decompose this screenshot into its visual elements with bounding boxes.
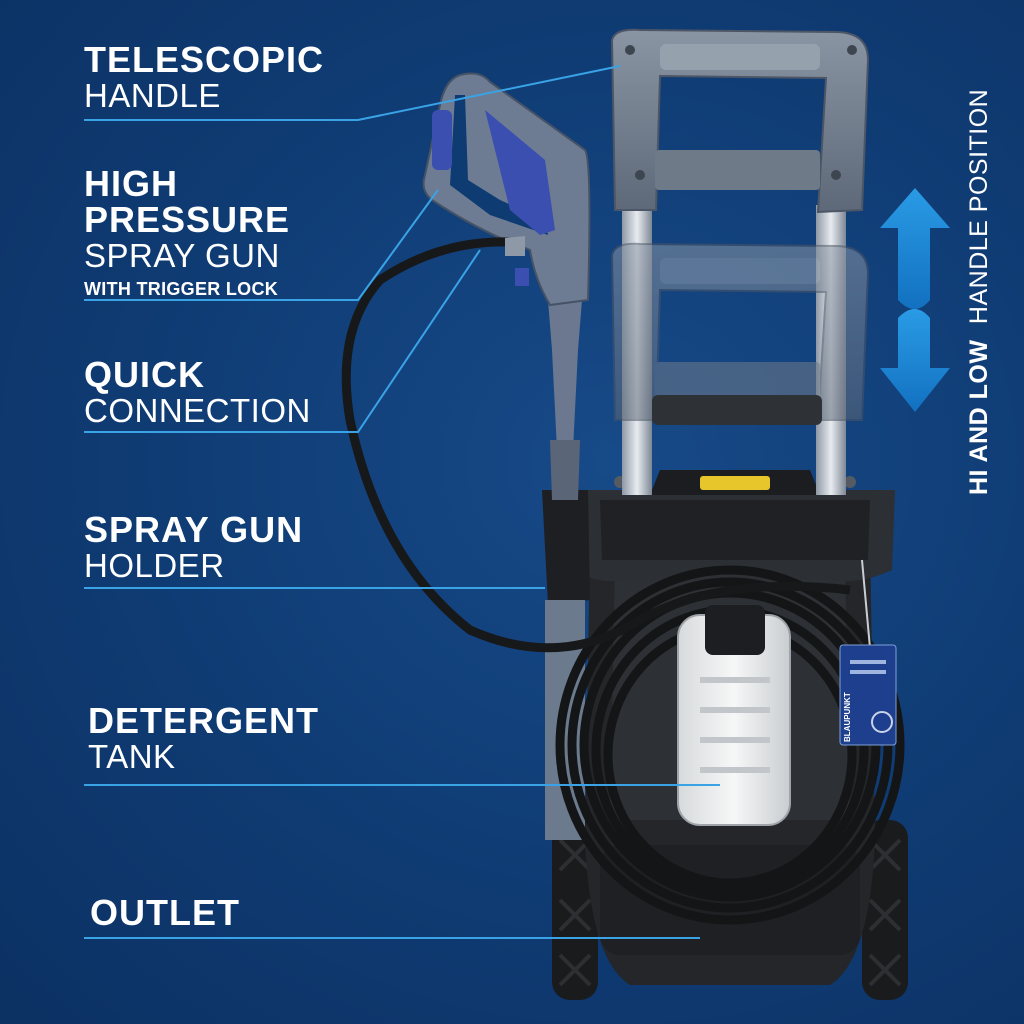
label-detergent-normal: TANK: [88, 738, 176, 775]
handle-low-position: [610, 242, 870, 421]
spray-lance: [548, 300, 582, 500]
label-spray-gun-small: WITH TRIGGER LOCK: [84, 279, 279, 299]
label-detergent-bold: DETERGENT: [88, 700, 320, 741]
label-telescopic-normal: HANDLE: [84, 77, 221, 114]
tag-brand-text: BLAUPUNKT: [843, 692, 852, 742]
wheel-left: [552, 820, 598, 1000]
label-telescopic-handle: TELESCOPIC HANDLE: [84, 39, 325, 114]
label-telescopic-bold: TELESCOPIC: [84, 39, 325, 80]
handle-grip-base: [652, 395, 822, 425]
label-outlet-bold: OUTLET: [90, 892, 240, 933]
top-housing: [575, 470, 895, 582]
leader-lines: [84, 65, 720, 939]
double-arrow-icon: [880, 188, 950, 412]
label-spray-gun-normal: SPRAY GUN: [84, 237, 280, 274]
high-pressure-hose: [341, 237, 851, 653]
label-spray-gun-bold2: PRESSURE: [84, 199, 291, 240]
label-spray-gun-bold1: HIGH: [84, 163, 178, 204]
label-gun-holder: SPRAY GUN HOLDER: [84, 509, 304, 584]
handle-high-position: [610, 28, 870, 214]
label-spray-gun: HIGH PRESSURE SPRAY GUN WITH TRIGGER LOC…: [84, 163, 291, 299]
label-outlet: OUTLET: [90, 895, 240, 931]
label-quick-connection: QUICK CONNECTION: [84, 354, 311, 429]
spray-gun: [422, 72, 591, 307]
label-quick-bold: QUICK: [84, 354, 205, 395]
label-detergent-tank: DETERGENT TANK: [88, 700, 320, 775]
detergent-tank: [677, 605, 791, 826]
product-tag: BLAUPUNKT: [839, 559, 897, 746]
wheel-right: [862, 820, 908, 1000]
label-holder-normal: HOLDER: [84, 547, 225, 584]
label-quick-normal: CONNECTION: [84, 392, 311, 429]
label-holder-bold: SPRAY GUN: [84, 509, 304, 550]
